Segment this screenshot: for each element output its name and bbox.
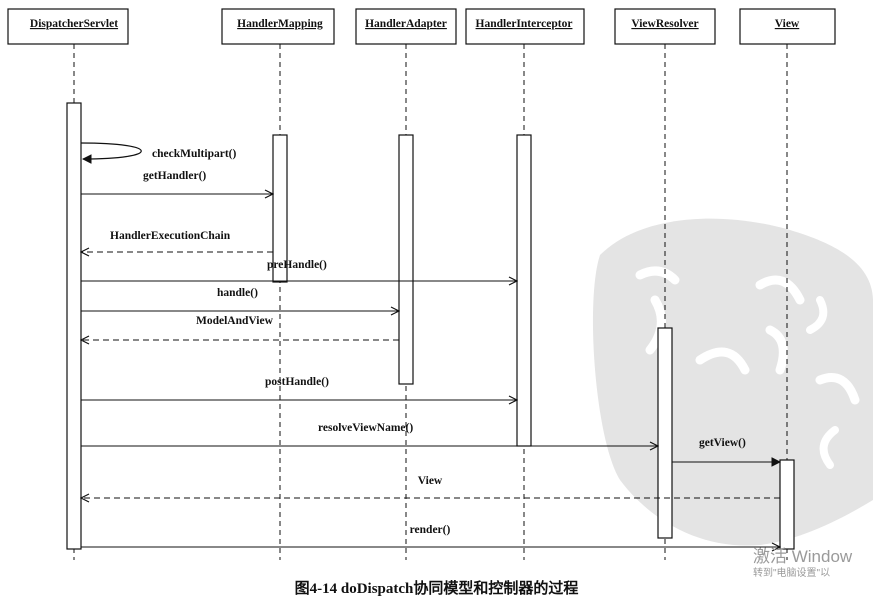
message-1: checkMultipart() (80, 142, 236, 160)
activation-bar (272, 134, 288, 283)
message-7: postHandle() (81, 376, 517, 400)
participant-label: ViewResolver (631, 18, 698, 30)
figure-caption: 图4-14 doDispatch协同模型和控制器的过程 (294, 581, 579, 597)
participant-label: View (775, 18, 800, 30)
activation-bar (779, 459, 795, 550)
message-label: getHandler() (143, 170, 206, 182)
participant-ha: HandlerAdapter (355, 8, 457, 45)
participant-label: DispatcherServlet (30, 18, 118, 30)
message-3: HandlerExecutionChain (81, 230, 273, 252)
watermark-stamp (592, 218, 873, 546)
participant-label: HandlerMapping (237, 18, 323, 30)
activation-bar (66, 102, 82, 550)
message-label: handle() (217, 287, 258, 299)
message-8: resolveViewName() (81, 422, 658, 446)
message-5: handle() (81, 287, 399, 311)
message-10: View (81, 475, 780, 498)
message-label: render() (410, 524, 451, 536)
activation-subtitle: 转到"电脑设置"以 (753, 568, 831, 579)
activation-title: 激活 Window (753, 547, 853, 566)
participant-label: HandlerAdapter (365, 18, 447, 30)
participant-label: HandlerInterceptor (476, 18, 573, 30)
activation-bar (398, 134, 414, 385)
message-label: getView() (699, 437, 746, 449)
message-label: View (418, 475, 443, 487)
message-label: checkMultipart() (152, 148, 236, 160)
participant-hi: HandlerInterceptor (465, 8, 585, 45)
message-label: ModelAndView (196, 315, 274, 327)
message-11: render() (81, 524, 780, 547)
participant-vr: ViewResolver (614, 8, 716, 45)
message-6: ModelAndView (81, 315, 399, 340)
message-9: getView() (672, 437, 780, 462)
participant-v: View (739, 8, 836, 45)
participant-hm: HandlerMapping (221, 8, 335, 45)
sequence-diagram: DispatcherServlet HandlerMapping HandlerAd… (7, 8, 873, 560)
participant-ds: DispatcherServlet (7, 8, 129, 45)
message-label: HandlerExecutionChain (110, 230, 231, 242)
self-call-arrow (80, 142, 142, 159)
activation-bar (516, 134, 532, 447)
message-label: preHandle() (267, 259, 327, 271)
activation-bar (657, 327, 673, 539)
message-2: getHandler() (81, 170, 273, 194)
message-4: preHandle() (81, 259, 517, 281)
message-label: postHandle() (265, 376, 329, 388)
message-label: resolveViewName() (318, 422, 413, 434)
windows-activation-watermark: 激活 Window 转到"电脑设置"以 (753, 547, 873, 581)
